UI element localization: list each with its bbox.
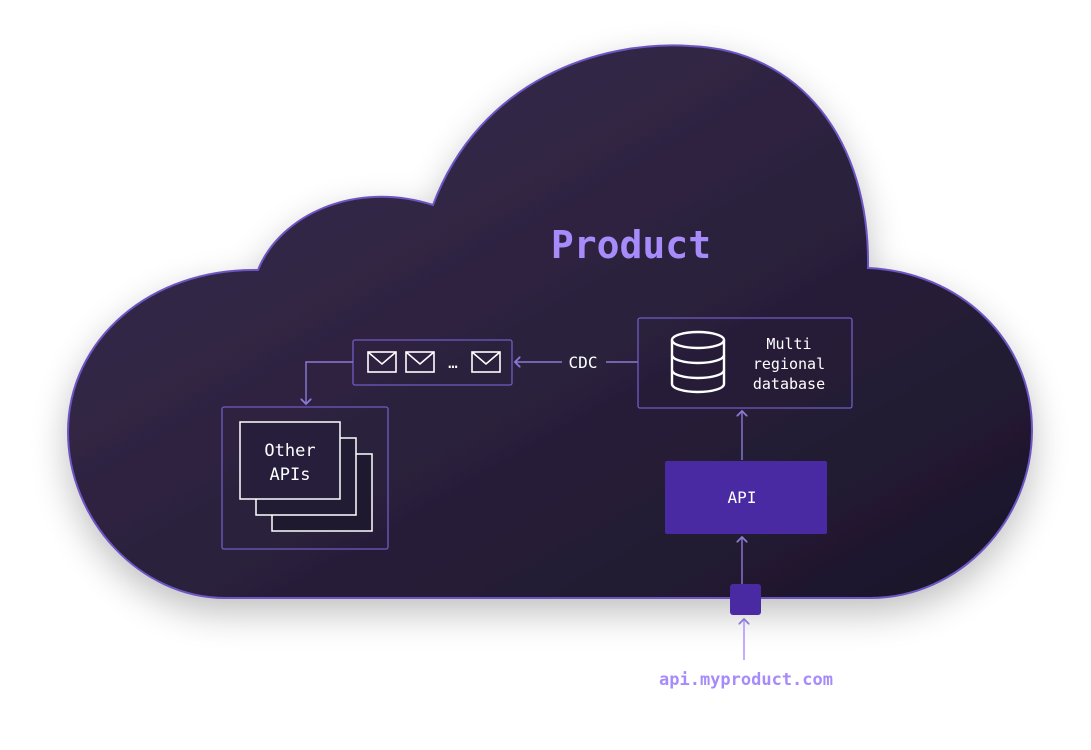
other-apis-group: Other APIs — [221, 406, 389, 550]
ingress-port — [730, 584, 761, 615]
queue-ellipsis: … — [448, 353, 458, 372]
other-apis-label-line1: Other — [264, 441, 315, 461]
api-label: API — [728, 488, 757, 507]
database-box: Multi regional database — [637, 317, 853, 409]
database-icon — [670, 330, 726, 394]
envelope-icon — [367, 351, 397, 373]
queue-to-apis-arrow — [306, 361, 353, 404]
cloud-shape — [66, 44, 1034, 599]
cdc-label: CDC — [569, 353, 598, 372]
database-label-line1: Multi — [766, 335, 811, 353]
endpoint-label: api.myproduct.com — [659, 670, 833, 690]
message-queue: … — [352, 339, 513, 386]
other-apis-label-line2: APIs — [270, 465, 311, 485]
api-box: API — [665, 461, 827, 534]
database-label-line3: database — [753, 375, 825, 393]
product-title: Product — [551, 223, 711, 267]
database-label-line2: regional — [753, 355, 825, 373]
envelope-icon — [471, 351, 501, 373]
envelope-icon — [405, 351, 435, 373]
